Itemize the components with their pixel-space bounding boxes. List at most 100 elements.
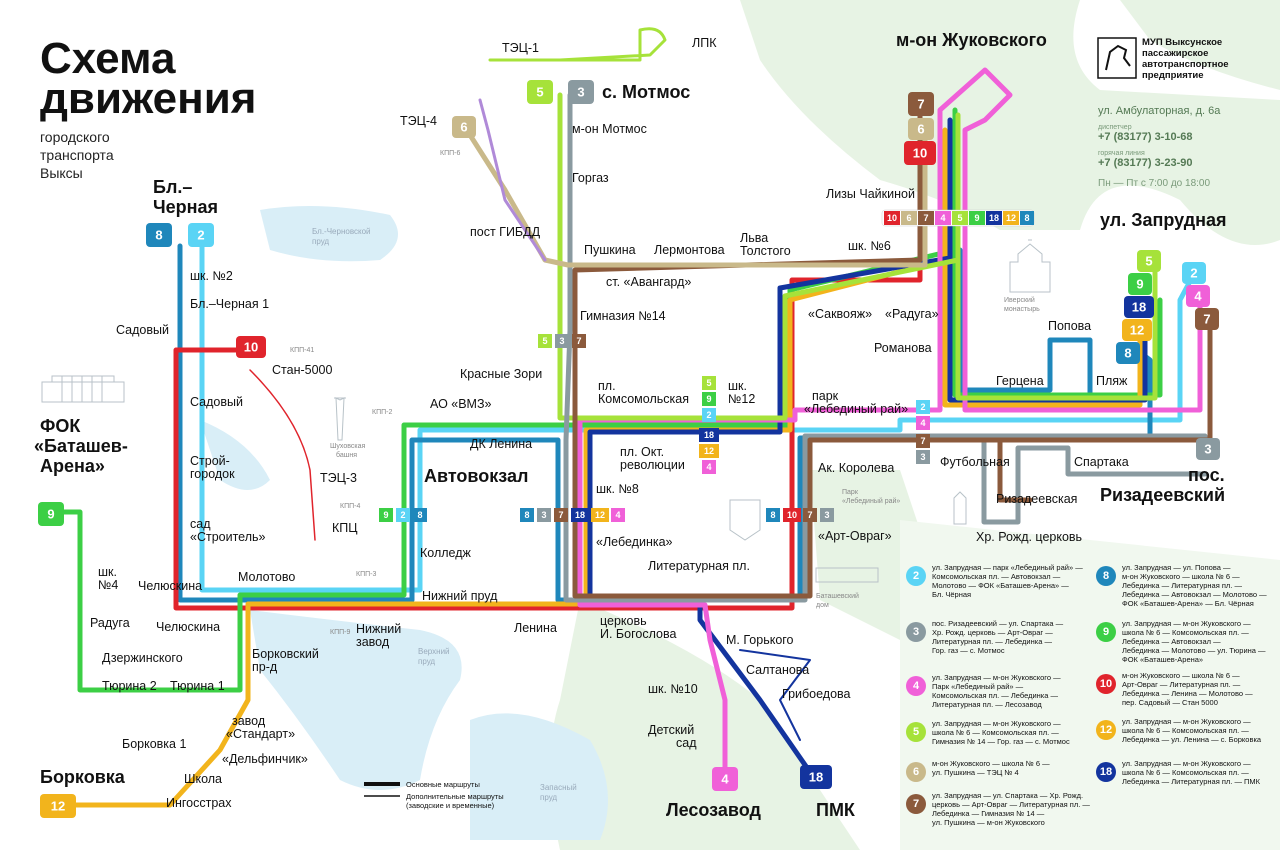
station-sad-stroitel: сад«Строитель»	[190, 517, 266, 544]
route-3-line	[563, 92, 1208, 603]
route-list-line: Хр. Рожд. церковь — Арт-Овраг —	[932, 628, 1053, 637]
route-10-badge	[236, 336, 266, 358]
seal-icon	[729, 499, 761, 541]
church-icon	[953, 491, 967, 525]
station-lebedinka: «Лебединка»	[596, 535, 673, 549]
place-bl-chern-prud-line2: пруд	[312, 237, 329, 246]
station-detsky-sad-line2: сад	[676, 736, 697, 750]
station-raduga2: «Радуга»	[885, 307, 939, 321]
route-12-badge	[1122, 319, 1152, 341]
station-komsomolskaya-line1: пл.	[598, 379, 616, 393]
route-5-badge	[1137, 250, 1161, 272]
badge-8-label: 8	[417, 510, 422, 520]
station-nizhny-prud: Нижний пруд	[422, 589, 498, 603]
badge-8	[766, 508, 780, 522]
terminal-rizadeevsky: пос.Ризадеевский	[1100, 465, 1225, 505]
route-list-line: м-он Жуковского — школа № 6 —	[932, 759, 1050, 768]
station-shk10: шк. №10	[648, 682, 698, 696]
route-list-number: 8	[1103, 570, 1109, 582]
route-list-line: Лебединка — Гимназия № 14 —	[932, 809, 1045, 818]
route-list-line: Лебединка — Автовокзал — Молотово —	[1122, 590, 1267, 599]
route-list-line: школа № 6 — Комсомольская пл. —	[1122, 726, 1249, 735]
badge-12-label: 12	[595, 510, 605, 520]
route-18-badge	[1124, 296, 1154, 318]
badge-10	[783, 508, 801, 522]
stop-strips: 10 6 7 4 5 9 18 12 8 5 3 7 5 9 2 18 12 4…	[379, 209, 1035, 522]
badge-9-label: 9	[383, 510, 388, 520]
green-area	[900, 520, 1280, 850]
badge-8	[413, 508, 427, 522]
tower-icon	[334, 397, 346, 441]
route-10-label: 10	[244, 340, 258, 355]
badge-3-label: 3	[541, 510, 546, 520]
route-list-line: ул. Запрудная — ул. Спартака — Хр. Рожд.	[932, 791, 1083, 800]
pond	[470, 713, 608, 840]
route-list-line: ул. Запрудная — м-он Жуковского —	[1122, 619, 1251, 628]
terminal-fok-line3: Арена»	[40, 456, 105, 476]
badge-7	[572, 334, 586, 348]
badge-7-label: 7	[923, 213, 928, 223]
green-area	[550, 600, 860, 850]
station-zavod-standart: завод«Стандарт»	[226, 714, 295, 741]
route-list-line: школа № 6 — Комсомольская пл. —	[1122, 628, 1249, 637]
terminal-bl-chernaya-line1: Бл.–	[153, 177, 192, 197]
station-lpk: ЛПК	[692, 36, 717, 50]
terminal-zaprudnaya: ул. Запрудная	[1100, 210, 1227, 230]
badge-8-label: 8	[1024, 213, 1029, 223]
checkpoint-kpp9: КПП-9	[330, 629, 350, 636]
badge-9-label: 9	[706, 394, 711, 404]
org-name-2: пассажирское	[1142, 48, 1208, 59]
station-borkovka1: Борковка 1	[122, 737, 186, 751]
badge-3	[537, 508, 551, 522]
place-bl-chern-prud-line1: Бл.-Черновской	[312, 227, 370, 236]
route-list-text: ул. Запрудная — м-он Жуковского —школа №…	[1122, 717, 1262, 744]
station-shk12-line1: шк.	[728, 379, 747, 393]
station-plyazh: Пляж	[1096, 374, 1128, 388]
route-list-line: Лебединка — Литературная пл. —	[1122, 581, 1242, 590]
terminal-fok-line2: «Баташев-	[34, 436, 128, 456]
route-list-line: Бл. Чёрная	[932, 590, 971, 599]
station-futbolnaya: Футбольная	[940, 455, 1010, 469]
place-batashevsky-line1: Баташевский	[816, 592, 859, 600]
route-list-line: Комсомольская пл. — Лебединка —	[932, 691, 1058, 700]
route-list-line: пос. Ризадеевский — ул. Спартака —	[932, 619, 1064, 628]
station-tyurina1: Тюрина 1	[170, 679, 225, 693]
route-list-line: м-он Жуковского — школа № 6 —	[1122, 671, 1240, 680]
station-griboedova: Грибоедова	[782, 687, 851, 701]
badge-9	[379, 508, 393, 522]
route-list-text: м-он Жуковского — школа № 6 —ул. Пушкина…	[932, 759, 1050, 777]
route-list-line: ул. Запрудная — парк «Лебединый рай» —	[932, 563, 1083, 572]
station-stroigorodok-line2: городок	[190, 467, 235, 481]
badge-4-label: 4	[940, 213, 945, 223]
station-shk6: шк. №6	[848, 239, 891, 253]
route-7-badge	[908, 92, 934, 116]
route-list-text: м-он Жуковского — школа № 6 —Арт-Овраг —…	[1122, 671, 1253, 707]
route-3-label: 3	[577, 85, 584, 100]
badge-9	[702, 392, 716, 406]
route-list-line: ФОК «Баташев-Арена»	[1122, 655, 1203, 664]
station-nizhny-zavod-line2: завод	[356, 635, 390, 649]
terminal-labels: Бл.–Черная с. Мотмос м-он Жуковского ул.…	[34, 30, 1227, 820]
badge-12	[1003, 211, 1019, 225]
terminal-borkovka: Борковка	[40, 767, 126, 787]
station-detsky-sad-line1: Детский	[648, 723, 694, 737]
place-shukh-bashnya-line1: Шуховская	[330, 443, 365, 450]
badge-18	[571, 508, 589, 522]
badge-2	[396, 508, 410, 522]
station-raduga1: Радуга	[90, 616, 130, 630]
route-list-text: ул. Запрудная — м-он Жуковского —школа №…	[1122, 759, 1261, 786]
station-borkovsky-line1: Борковский	[252, 647, 319, 661]
subtitle-line1: городского	[40, 129, 110, 145]
badge-7-label: 7	[920, 436, 925, 446]
badge-10-label: 10	[787, 510, 797, 520]
badge-3	[820, 508, 834, 522]
route-8-label: 8	[155, 228, 162, 243]
station-shk4-line1: шк.	[98, 565, 117, 579]
route-3-badge	[1196, 438, 1220, 460]
hotline-label: горячая линия	[1098, 150, 1145, 157]
route-3-label: 3	[1204, 442, 1211, 457]
badge-18	[986, 211, 1002, 225]
